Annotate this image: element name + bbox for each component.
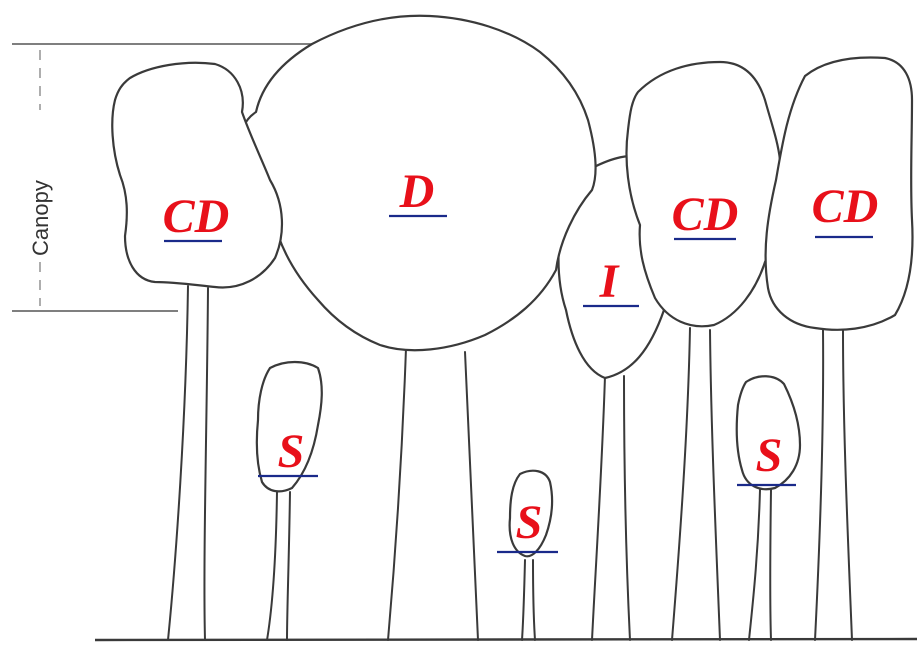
crown-co-dominant-middle [625, 60, 785, 328]
crown-co-dominant-left [111, 61, 283, 289]
trunk-s-right-a [748, 489, 761, 641]
label-suppressed-left: S [278, 425, 305, 478]
label-dominant: D [399, 165, 435, 218]
canopy-label: Canopy [28, 180, 53, 256]
trunk-cd-mid-a [671, 327, 691, 641]
trunk-s-mid-b [532, 559, 536, 641]
tree-crowns [111, 14, 914, 558]
crown-suppressed-right [735, 375, 802, 491]
trunk-s-right-b [769, 489, 772, 641]
crown-class-labels: CD D I CD CD S S S [163, 165, 879, 554]
tree-trunks [167, 285, 853, 641]
trunk-cd-left-a [167, 285, 189, 641]
ground-line [94, 637, 917, 642]
label-co-dominant-right: CD [812, 180, 879, 233]
label-intermediate: I [599, 255, 621, 308]
trunk-cd-right-b [842, 329, 853, 641]
trunk-d-a [387, 347, 407, 641]
label-co-dominant-middle: CD [672, 188, 739, 241]
trunk-cd-left-b [203, 287, 209, 641]
label-suppressed-right: S [756, 429, 783, 482]
trunk-s-left-a [266, 491, 278, 641]
crown-co-dominant-right [764, 56, 914, 331]
canopy-scale-bracket: Canopy [12, 43, 312, 312]
trunk-cd-mid-b [709, 329, 721, 641]
trunk-i-b [623, 375, 631, 641]
label-co-dominant-left: CD [163, 190, 230, 243]
trunk-cd-right-a [814, 329, 825, 641]
trunk-s-left-b [286, 491, 291, 641]
trunk-s-mid-a [521, 559, 526, 641]
label-suppressed-middle: S [516, 496, 543, 549]
crown-suppressed-left [255, 360, 323, 493]
trunk-i-a [591, 375, 606, 641]
trunk-d-b [464, 351, 479, 641]
